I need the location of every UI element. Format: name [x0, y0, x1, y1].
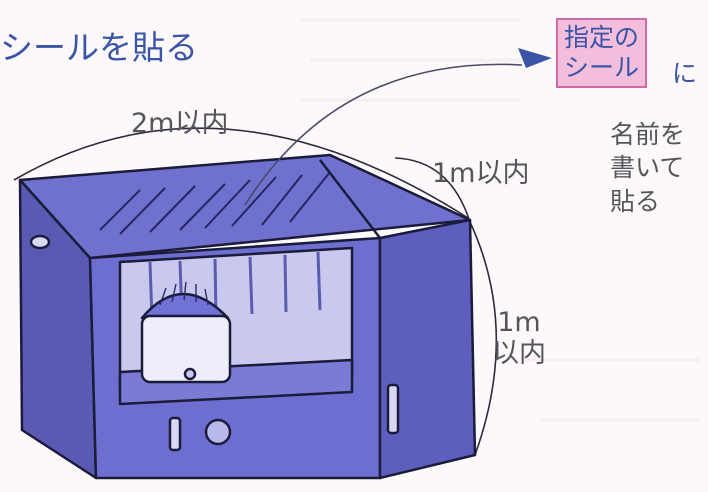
depth-limit-label: 1m以内	[432, 158, 530, 189]
width-limit-label: 2m以内	[131, 108, 229, 139]
designated-sticker-label: 指定の シール	[556, 18, 648, 88]
depth-dimension-arc	[394, 157, 471, 223]
pointer-arrow-head	[518, 48, 552, 68]
height-dimension-arc	[469, 221, 498, 456]
page-title: シールを貼る	[0, 28, 198, 67]
pointer-arrow-line	[244, 63, 523, 206]
background-texture	[300, 18, 700, 422]
height-limit-label: 1m 以内	[492, 307, 546, 370]
storage-box	[18, 153, 477, 480]
label-particle: に	[672, 59, 698, 88]
width-dimension-arc	[13, 127, 469, 219]
instruction-text: 名前を 書いて 貼る	[610, 120, 686, 216]
